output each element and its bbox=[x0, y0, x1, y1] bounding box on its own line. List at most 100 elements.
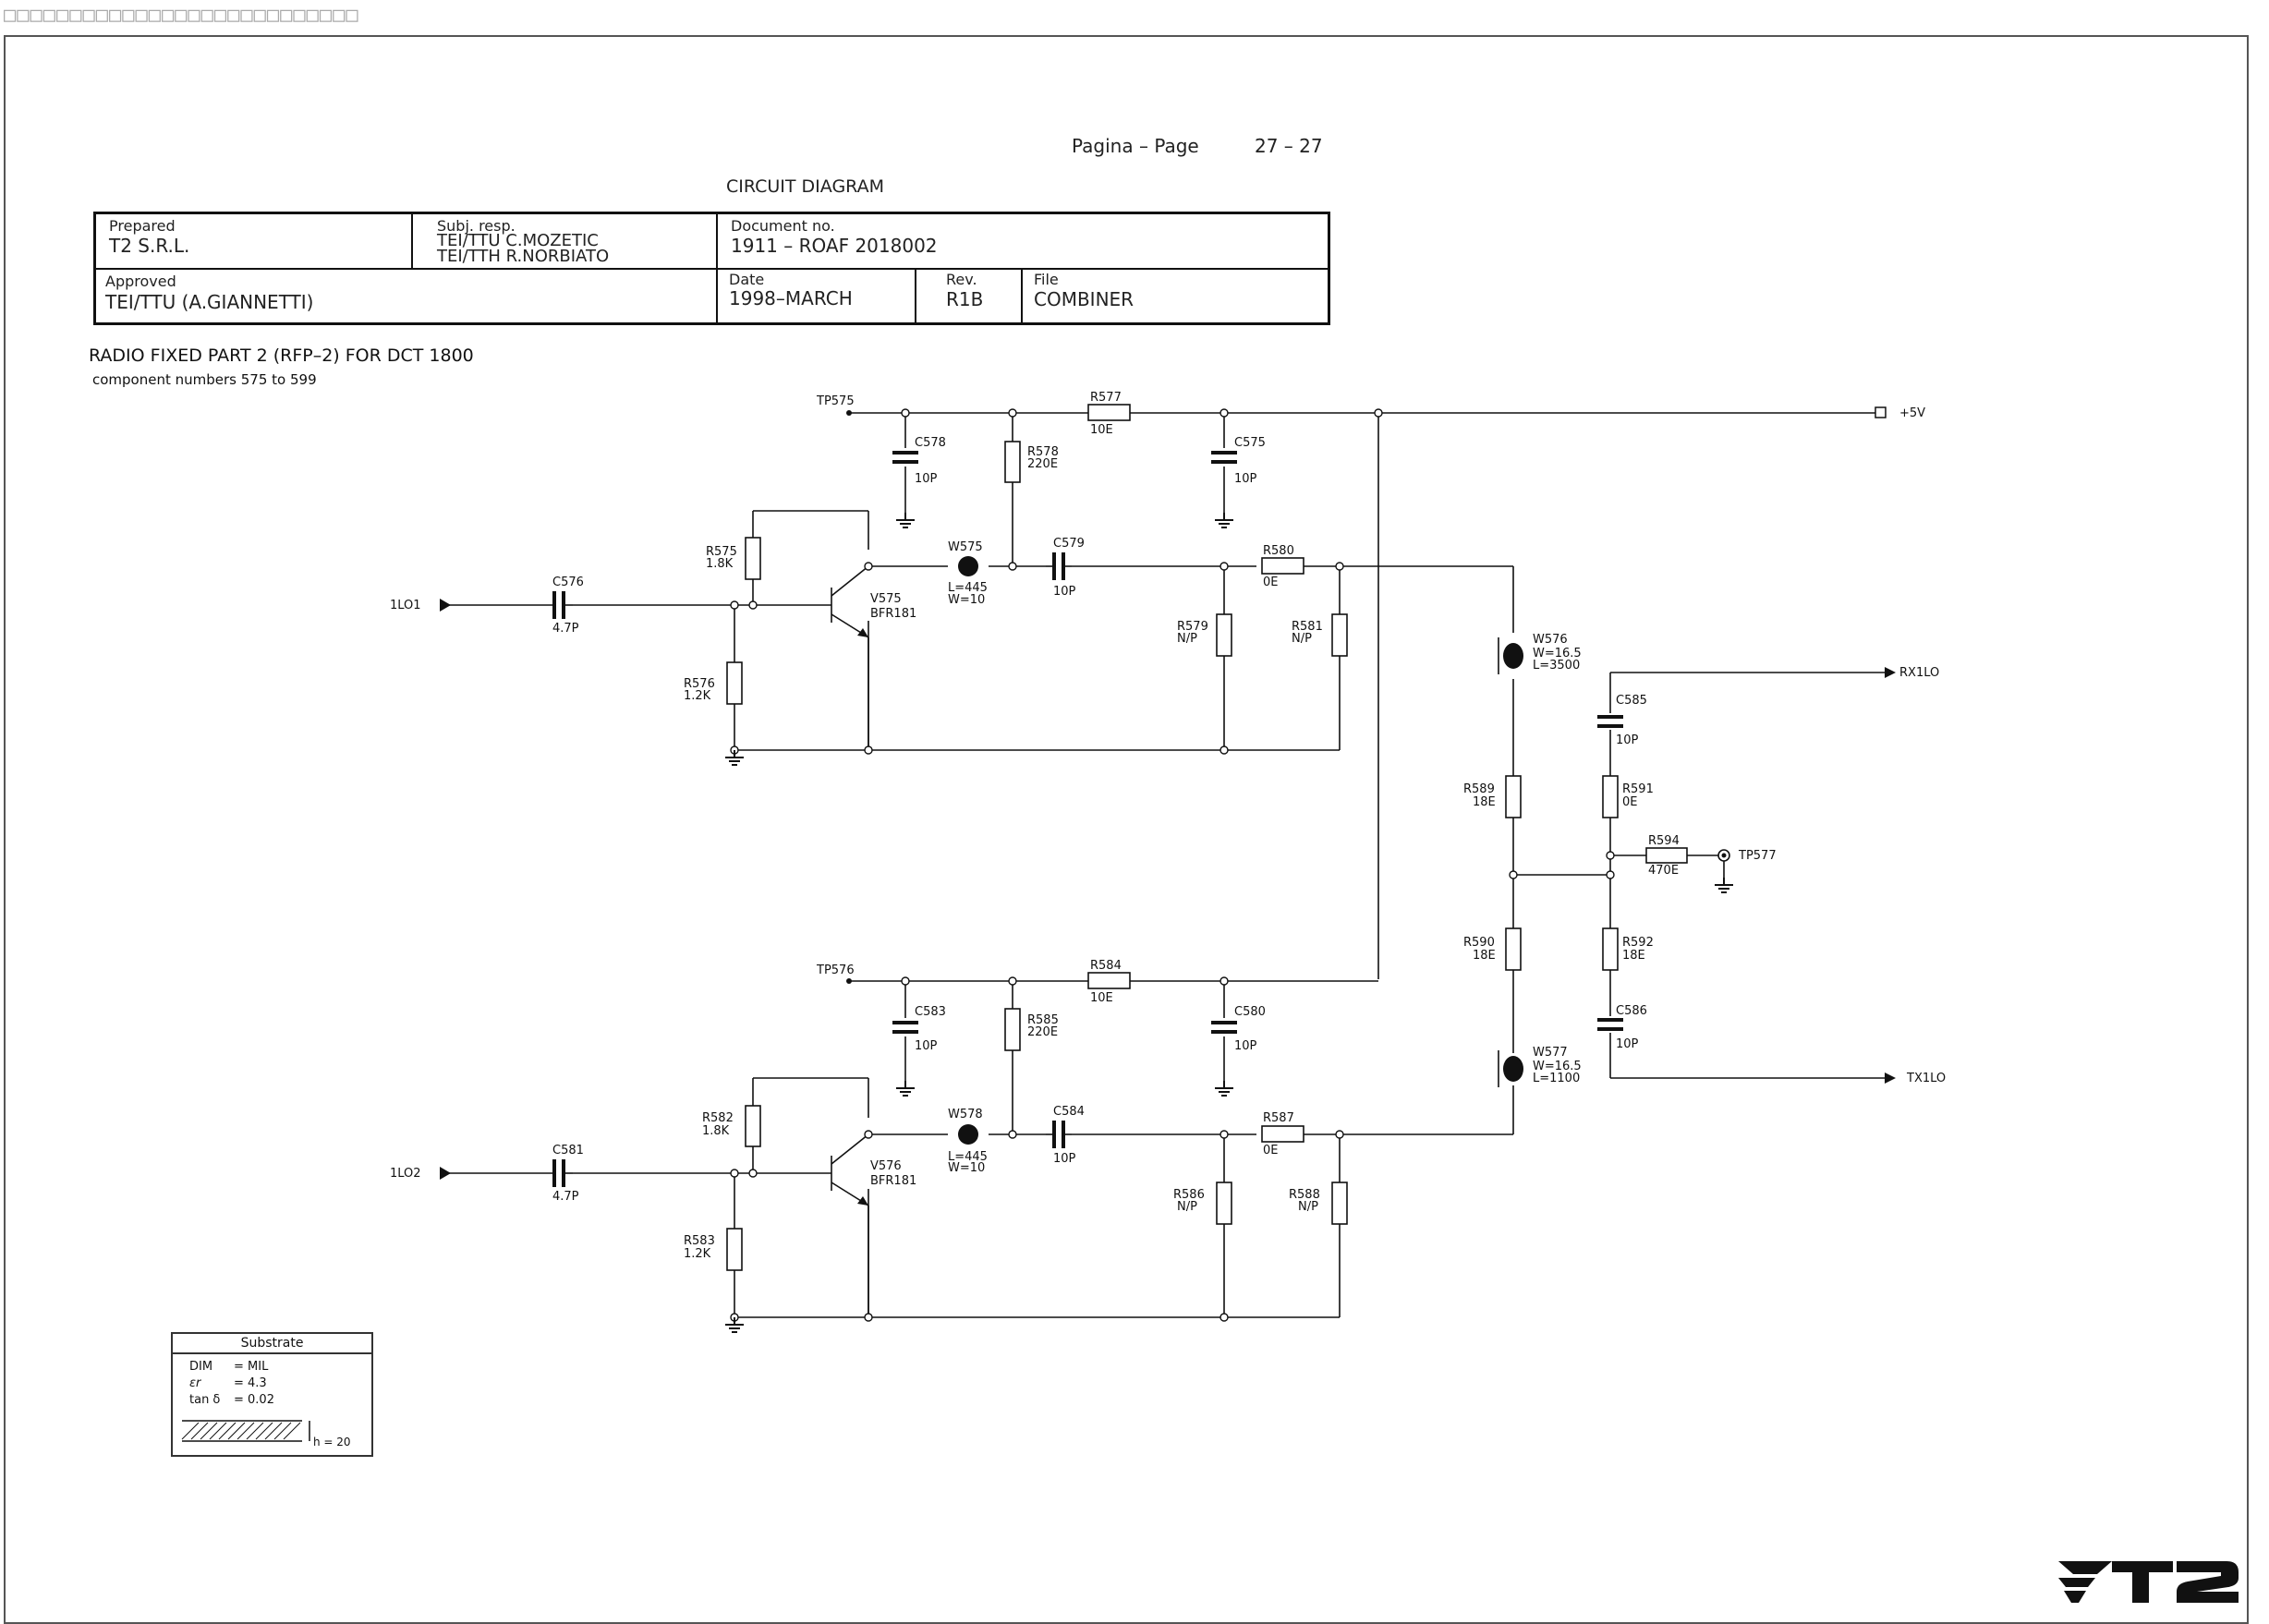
rev-value: R1B bbox=[946, 288, 984, 310]
r585-ref: R585 bbox=[1027, 1013, 1059, 1027]
r579-val: N/P bbox=[1177, 632, 1197, 646]
r580-ref: R580 bbox=[1263, 544, 1294, 558]
r578-ref: R578 bbox=[1027, 445, 1059, 459]
r587-ref: R587 bbox=[1263, 1111, 1294, 1125]
w575-val1: L=445 bbox=[948, 581, 988, 595]
rev-label: Rev. bbox=[946, 271, 977, 288]
docno-cell: Document no. 1911 – ROAF 2018002 bbox=[718, 214, 1328, 270]
approved-value: TEI/TTU (A.GIANNETTI) bbox=[105, 291, 314, 313]
r584-val: 10E bbox=[1090, 991, 1113, 1005]
r586-ref: R586 bbox=[1173, 1188, 1205, 1202]
date-label: Date bbox=[729, 271, 765, 288]
v576-ref: V576 bbox=[870, 1159, 902, 1173]
c584-ref: C584 bbox=[1053, 1105, 1085, 1119]
r576-val: 1.2K bbox=[684, 689, 711, 703]
c575-val: 10P bbox=[1234, 472, 1257, 486]
r575-val: 1.8K bbox=[706, 557, 734, 571]
r581-ref: R581 bbox=[1292, 620, 1323, 634]
c583-val: 10P bbox=[915, 1039, 938, 1053]
substrate-hatch bbox=[181, 1420, 310, 1442]
r594-ref: R594 bbox=[1648, 834, 1680, 848]
r585-val: 220E bbox=[1027, 1025, 1058, 1039]
r592-ref: R592 bbox=[1622, 936, 1654, 950]
net-tp576: TP576 bbox=[816, 963, 855, 977]
net-rx: RX1LO bbox=[1899, 666, 1939, 680]
w575-ref: W575 bbox=[948, 540, 983, 554]
prepared-value: T2 S.R.L. bbox=[109, 235, 190, 257]
v575-ref: V575 bbox=[870, 592, 902, 606]
w576-ref: W576 bbox=[1533, 633, 1568, 647]
r577-ref: R577 bbox=[1090, 391, 1122, 405]
approved-cell: Approved TEI/TTU (A.GIANNETTI) bbox=[96, 270, 718, 325]
r579-ref: R579 bbox=[1177, 620, 1208, 634]
subj-line2: TEI/TTH R.NORBIATO bbox=[437, 247, 610, 266]
net-in2: 1LO2 bbox=[390, 1167, 421, 1181]
c576-ref: C576 bbox=[552, 576, 584, 589]
r592-val: 18E bbox=[1622, 949, 1645, 963]
t2-logo-mark: T2 bbox=[2058, 1561, 2239, 1603]
w578-val2: W=10 bbox=[948, 1161, 985, 1175]
net-tp577: TP577 bbox=[1738, 849, 1777, 863]
page-label: Pagina – Page bbox=[1072, 135, 1199, 157]
r582-ref: R582 bbox=[702, 1111, 734, 1125]
substrate-dim-key: DIM bbox=[189, 1360, 213, 1374]
r586-val: N/P bbox=[1177, 1200, 1197, 1214]
file-value: COMBINER bbox=[1034, 288, 1134, 310]
w578-ref: W578 bbox=[948, 1108, 983, 1121]
r577-val: 10E bbox=[1090, 423, 1113, 437]
w577-val2: L=1100 bbox=[1533, 1072, 1580, 1085]
doc-type: CIRCUIT DIAGRAM bbox=[726, 176, 884, 197]
r591-ref: R591 bbox=[1622, 782, 1654, 796]
c586-ref: C586 bbox=[1616, 1004, 1647, 1018]
substrate-tan-val: = 0.02 bbox=[234, 1393, 274, 1407]
v575-val: BFR181 bbox=[870, 607, 916, 621]
date-value: 1998–MARCH bbox=[729, 287, 853, 309]
date-cell: Date 1998–MARCH bbox=[718, 270, 916, 325]
subj-label: Subj. resp. bbox=[437, 217, 516, 235]
c576-val: 4.7P bbox=[552, 622, 579, 636]
w577-val1: W=16.5 bbox=[1533, 1060, 1582, 1073]
r583-ref: R583 bbox=[684, 1234, 715, 1248]
r588-ref: R588 bbox=[1289, 1188, 1320, 1202]
c583-ref: C583 bbox=[915, 1005, 946, 1019]
substrate-er-val: = 4.3 bbox=[234, 1376, 267, 1390]
r581-val: N/P bbox=[1292, 632, 1312, 646]
r578-val: 220E bbox=[1027, 457, 1058, 471]
c578-ref: C578 bbox=[915, 436, 946, 450]
net-vcc: +5V bbox=[1899, 406, 1925, 420]
substrate-title: Substrate bbox=[173, 1334, 371, 1354]
docno-value: 1911 – ROAF 2018002 bbox=[731, 235, 938, 257]
net-tp575: TP575 bbox=[816, 394, 855, 408]
c579-ref: C579 bbox=[1053, 537, 1085, 551]
r590-ref: R590 bbox=[1463, 936, 1495, 950]
net-tx: TX1LO bbox=[1906, 1072, 1946, 1085]
substrate-tan-key: tan δ bbox=[189, 1393, 221, 1407]
w575-val2: W=10 bbox=[948, 593, 985, 607]
docno-label: Document no. bbox=[731, 217, 835, 235]
r589-val: 18E bbox=[1473, 795, 1496, 809]
garbled-title: □□□□□□□□□□□□□□□□□□□□□□□□□□□ bbox=[4, 4, 359, 27]
w576-val2: L=3500 bbox=[1533, 659, 1580, 673]
v576-val: BFR181 bbox=[870, 1174, 916, 1188]
c578-val: 10P bbox=[915, 472, 938, 486]
r588-val: N/P bbox=[1298, 1200, 1318, 1214]
r580-val: 0E bbox=[1263, 576, 1279, 589]
prepared-label: Prepared bbox=[109, 217, 176, 235]
r591-val: 0E bbox=[1622, 795, 1638, 809]
c586-val: 10P bbox=[1616, 1037, 1639, 1051]
approved-label: Approved bbox=[105, 273, 176, 290]
r584-ref: R584 bbox=[1090, 959, 1122, 973]
substrate-dim-val: = MIL bbox=[234, 1360, 269, 1374]
substrate-er-key: εr bbox=[189, 1376, 201, 1390]
subj-line1: TEI/TTU C.MOZETIC bbox=[437, 231, 599, 250]
component-note: component numbers 575 to 599 bbox=[92, 371, 317, 388]
title-block: Prepared T2 S.R.L. Subj. resp. TEI/TTU C… bbox=[93, 212, 1330, 325]
page-number: 27 – 27 bbox=[1255, 135, 1323, 157]
c580-val: 10P bbox=[1234, 1039, 1257, 1053]
c581-val: 4.7P bbox=[552, 1190, 579, 1204]
subtitle: RADIO FIXED PART 2 (RFP–2) FOR DCT 1800 bbox=[89, 345, 474, 366]
prepared-cell: Prepared T2 S.R.L. bbox=[96, 214, 413, 270]
w576-val1: W=16.5 bbox=[1533, 647, 1582, 661]
substrate-box: Substrate DIM = MIL εr = 4.3 tan δ = 0.0… bbox=[171, 1332, 373, 1457]
